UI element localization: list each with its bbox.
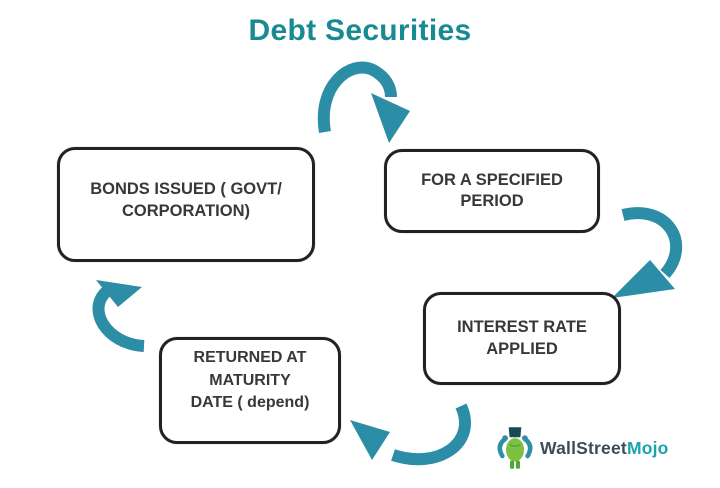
box-interest-rate: INTEREST RATE APPLIED [423, 292, 621, 385]
box-bonds-issued: BONDS ISSUED ( GOVT/ CORPORATION) [57, 147, 315, 262]
box-label-line: INTEREST RATE [457, 318, 587, 337]
arrow-bottom-icon [350, 403, 471, 466]
wallstreetmojo-logo: WallStreetMojo [497, 424, 669, 472]
box-label-line: MATURITY [209, 371, 291, 389]
arrow-right-icon [612, 207, 683, 298]
box-label-line: APPLIED [486, 339, 558, 358]
box-label-line: DATE ( depend) [190, 394, 310, 412]
box-specified-period: FOR A SPECIFIED PERIOD [384, 149, 600, 233]
box-label-line: PERIOD [460, 192, 524, 210]
box-label-line: FOR A SPECIFIED [421, 170, 563, 189]
wallstreetmojo-mascot-icon [497, 427, 533, 469]
arrow-left-icon [92, 280, 145, 352]
arrow-top-icon [317, 61, 410, 143]
box-returned-maturity: RETURNED AT MATURITY DATE ( depend) [159, 337, 341, 444]
box-label-line: CORPORATION) [121, 201, 251, 220]
brand-primary-text: WallStreet [540, 437, 627, 458]
page-title: Debt Securities [248, 14, 472, 47]
box-label-line: RETURNED AT [193, 349, 307, 366]
box-label-line: BONDS ISSUED ( GOVT/ [90, 179, 282, 198]
wallstreetmojo-wordmark: WallStreetMojo [540, 438, 669, 459]
brand-accent-text: Mojo [626, 437, 669, 458]
